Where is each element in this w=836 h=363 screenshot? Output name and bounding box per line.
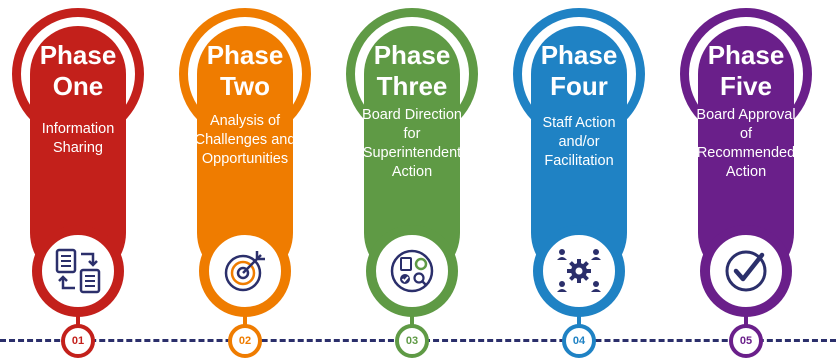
desc-line: Opportunities bbox=[201, 151, 289, 167]
phase-number-badge: 04 bbox=[562, 324, 596, 358]
phase-stem bbox=[243, 315, 247, 325]
phase-description: Board Approval of Recommended Action bbox=[688, 106, 804, 182]
team-gear-icon bbox=[557, 249, 601, 292]
phase-three: Phase Three Board Direction for Superint… bbox=[346, 8, 478, 358]
desc-line: Facilitation bbox=[544, 153, 614, 169]
desc-line: Board Approval bbox=[696, 107, 796, 123]
phase-title: Phase Four bbox=[525, 40, 633, 102]
phase-title: Phase Two bbox=[191, 40, 299, 102]
phase-title-name: One bbox=[52, 71, 104, 101]
phase-stem bbox=[410, 315, 414, 325]
phase-icon-circle bbox=[533, 225, 625, 317]
phase-description: Staff Action and/or Facilitation bbox=[521, 114, 637, 171]
phase-two: Phase Two Analysis of Challenges and Opp… bbox=[179, 8, 311, 358]
phase-four: Phase Four Staff Action and/or Facilitat… bbox=[513, 8, 645, 358]
desc-line: Superintendent bbox=[362, 145, 462, 161]
phase-title-line: Phase bbox=[540, 40, 618, 70]
phase-number-badge: 03 bbox=[395, 324, 429, 358]
phase-number-badge: 02 bbox=[228, 324, 262, 358]
desc-line: Action bbox=[725, 164, 767, 180]
desc-line: Recommended bbox=[696, 145, 796, 161]
phase-icon-circle bbox=[32, 225, 124, 317]
phase-title-name: Two bbox=[219, 71, 271, 101]
desc-line: and/or bbox=[558, 134, 600, 150]
desc-line: Challenges and bbox=[194, 132, 296, 148]
desc-line: Analysis of bbox=[209, 113, 281, 129]
phase-title: Phase Three bbox=[358, 40, 466, 102]
phase-icon-circle bbox=[700, 225, 792, 317]
phase-one: Phase One Information Sharing bbox=[12, 8, 144, 358]
phase-title-line: Phase bbox=[373, 40, 451, 70]
phase-stem bbox=[577, 315, 581, 325]
desc-line: Action bbox=[391, 164, 433, 180]
phase-title-name: Three bbox=[376, 71, 448, 101]
phase-icon-circle bbox=[366, 225, 458, 317]
phase-description: Information Sharing bbox=[20, 120, 136, 158]
phase-title-line: Phase bbox=[39, 40, 117, 70]
phase-number-badge: 01 bbox=[61, 324, 95, 358]
phase-title-line: Phase bbox=[707, 40, 785, 70]
phase-stem bbox=[76, 315, 80, 325]
phase-five: Phase Five Board Approval of Recommended… bbox=[680, 8, 812, 358]
phase-description: Analysis of Challenges and Opportunities bbox=[187, 112, 303, 169]
phase-icon-circle bbox=[199, 225, 291, 317]
desc-line: Staff Action bbox=[542, 115, 616, 131]
process-cycle-icon bbox=[390, 249, 434, 293]
desc-line: Board Direction bbox=[362, 107, 462, 123]
desc-line: Sharing bbox=[53, 140, 103, 156]
phase-stem bbox=[744, 315, 748, 325]
phase-title: Phase Five bbox=[692, 40, 800, 102]
phase-title-line: Phase bbox=[206, 40, 284, 70]
checkmark-circle-icon bbox=[725, 250, 767, 292]
desc-line: of bbox=[739, 126, 753, 142]
phase-title-name: Four bbox=[550, 71, 608, 101]
phase-title: Phase One bbox=[24, 40, 132, 102]
phase-number-badge: 05 bbox=[729, 324, 763, 358]
phase-title-name: Five bbox=[719, 71, 773, 101]
desc-line: for bbox=[403, 126, 421, 142]
target-arrow-icon bbox=[224, 251, 265, 292]
document-exchange-icon bbox=[55, 248, 101, 294]
phase-description: Board Direction for Superintendent Actio… bbox=[354, 106, 470, 182]
desc-line: Information bbox=[41, 121, 115, 137]
